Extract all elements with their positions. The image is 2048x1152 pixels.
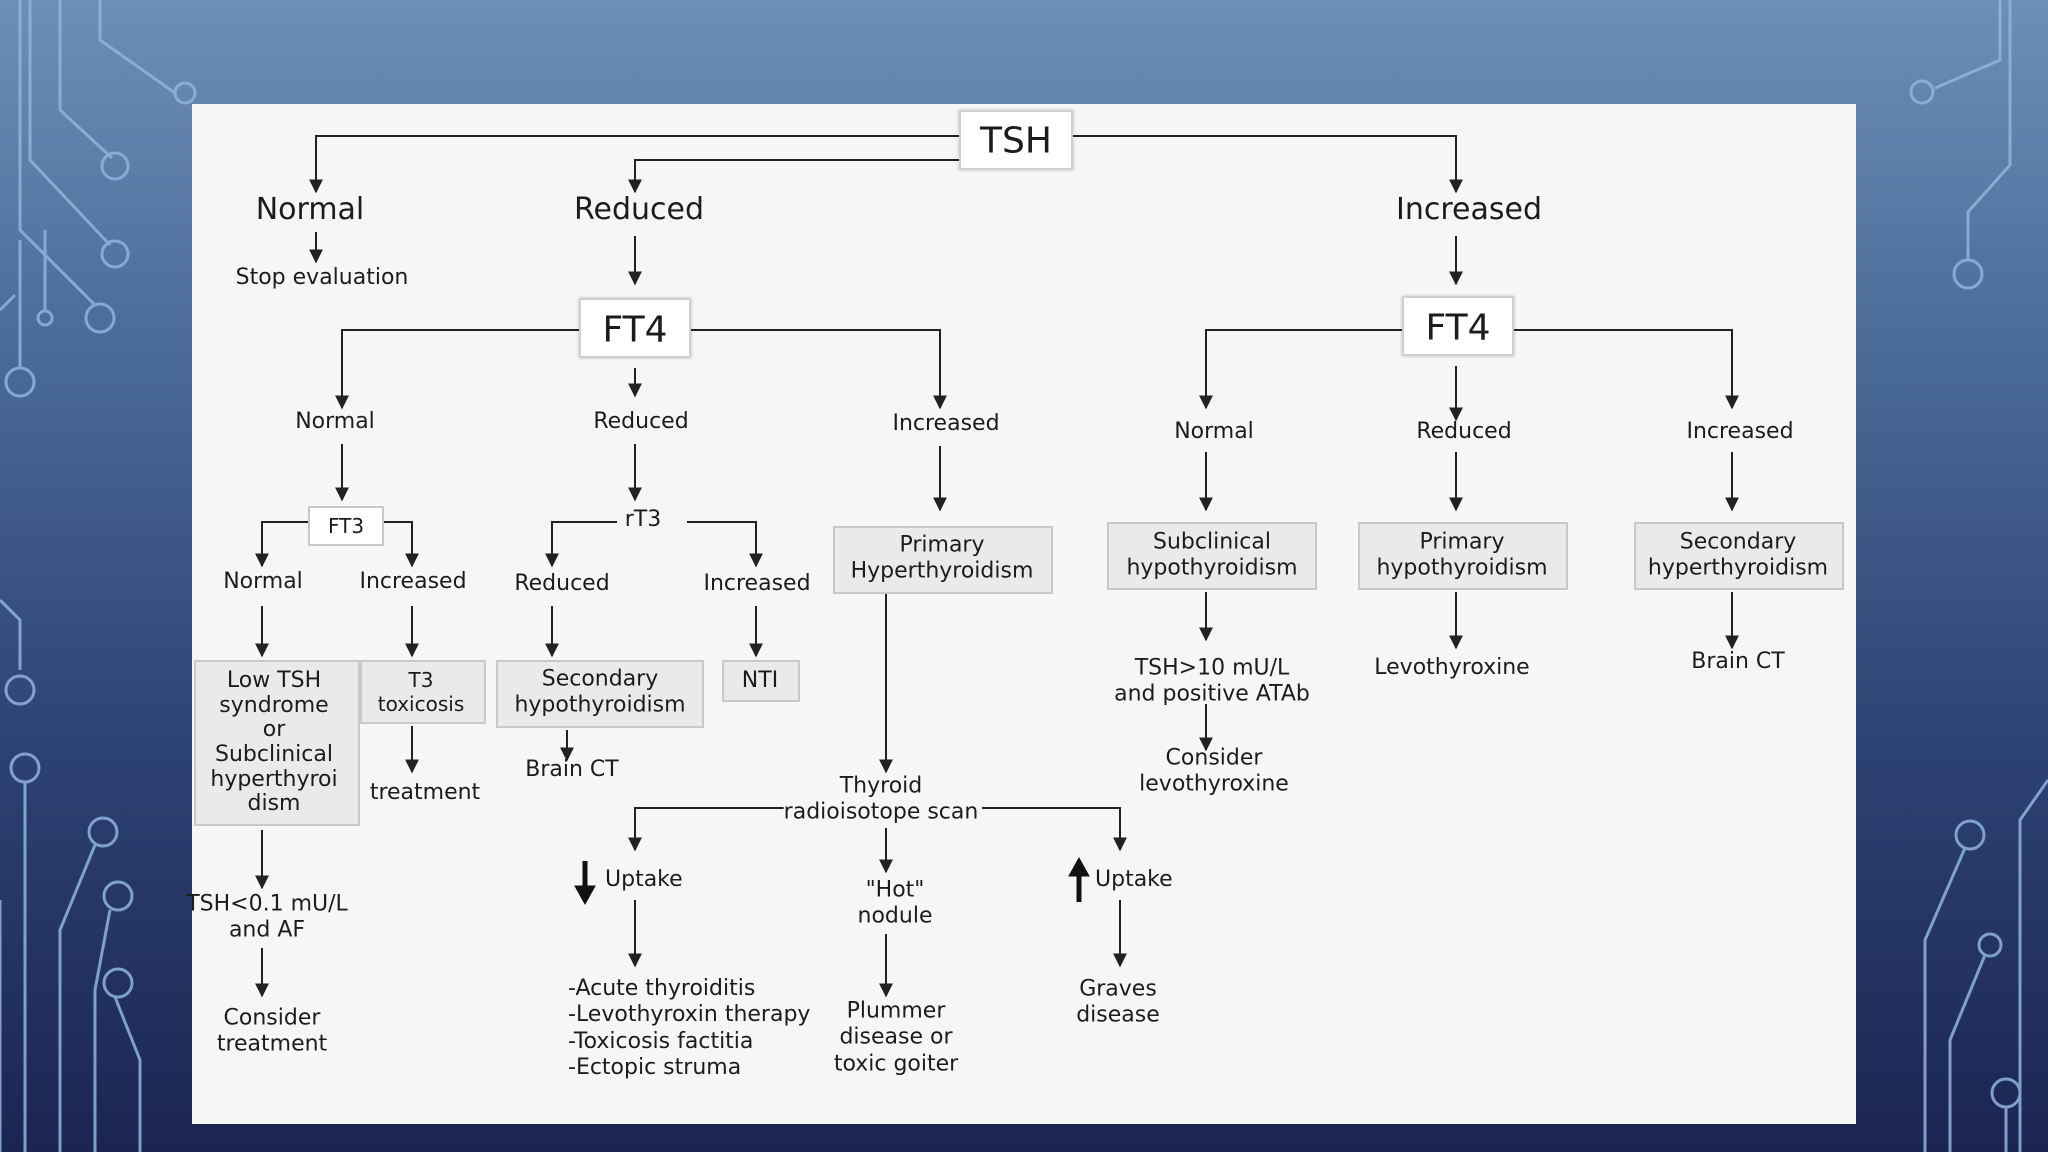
rt3-label: rT3 bbox=[624, 506, 662, 532]
brain-ct-left-label: Brain CT bbox=[525, 756, 619, 782]
tsh-normal-label: Normal bbox=[255, 192, 365, 227]
plummer-label: Plummer disease or toxic goiter bbox=[833, 998, 959, 1077]
ft4-right-normal-label: Normal bbox=[1174, 418, 1254, 444]
ft4-right-increased-label: Increased bbox=[1686, 418, 1794, 444]
ft4-right-box bbox=[1402, 296, 1514, 356]
low-uptake-causes-label: -Acute thyroiditis -Levothyroxin therapy… bbox=[568, 976, 811, 1081]
tsh-box bbox=[959, 110, 1073, 170]
subclinical-hypothyroidism-label: Subclinical hypothyroidism bbox=[1126, 529, 1298, 581]
ft4-right-reduced-label: Reduced bbox=[1416, 418, 1512, 444]
ft4-left-increased-label: Increased bbox=[892, 410, 1000, 436]
ft4-left-label: FT4 bbox=[602, 309, 668, 351]
down-arrow-icon-head bbox=[574, 885, 596, 906]
thyroid-scan-label: Thyroid radioisotope scan bbox=[783, 773, 979, 827]
tsh-lt-label: TSH<0.1 mU/L and AF bbox=[186, 891, 348, 943]
hot-nodule-label: "Hot" nodule bbox=[857, 877, 933, 929]
brain-ct-right-label: Brain CT bbox=[1691, 648, 1785, 674]
circuit-node bbox=[173, 81, 197, 105]
low-tsh-syndrome-label: Low TSH syndrome or Subclinical hyperthy… bbox=[210, 668, 338, 817]
nti-label: NTI bbox=[741, 667, 779, 693]
ft4-right-label: FT4 bbox=[1425, 307, 1491, 349]
stop-evaluation-label: Stop evaluation bbox=[235, 264, 409, 290]
graves-label: Graves disease bbox=[1076, 976, 1160, 1028]
ft3-label: FT3 bbox=[327, 514, 365, 538]
tsh-increased-label: Increased bbox=[1395, 192, 1543, 227]
tsh-reduced-label: Reduced bbox=[573, 192, 705, 227]
levothyroxine-label: Levothyroxine bbox=[1374, 654, 1530, 680]
ft4-left-reduced-label: Reduced bbox=[593, 408, 689, 434]
consider-levothyroxine-label: Consider levothyroxine bbox=[1139, 745, 1289, 797]
primary-hypothyroidism-box bbox=[1358, 522, 1568, 590]
treatment-label: treatment bbox=[369, 779, 481, 805]
nti-box bbox=[722, 660, 800, 702]
secondary-hypothyroidism-box bbox=[496, 660, 704, 728]
connector bbox=[309, 135, 959, 194]
secondary-hypothyroidism-label: Secondary hypothyroidism bbox=[514, 666, 686, 718]
up-arrow-icon-head bbox=[1068, 856, 1090, 877]
uptake-high-label: Uptake bbox=[1095, 866, 1173, 892]
primary-hyperthyroidism-box bbox=[833, 526, 1053, 594]
rt3-reduced-label: Reduced bbox=[514, 570, 610, 596]
tsh-label: TSH bbox=[980, 120, 1052, 162]
subclinical-hypothyroidism-box bbox=[1107, 522, 1317, 590]
primary-hypothyroidism-label: Primary hypothyroidism bbox=[1376, 529, 1548, 581]
t3-toxicosis-box bbox=[360, 660, 486, 724]
ft3-increased-label: Increased bbox=[359, 568, 467, 594]
secondary-hyperthyroidism-label: Secondary hyperthyroidism bbox=[1647, 529, 1829, 581]
secondary-hyperthyroidism-box bbox=[1634, 522, 1844, 590]
low-tsh-syndrome-box bbox=[194, 660, 360, 826]
consider-treatment-label: Consider treatment bbox=[216, 1005, 328, 1057]
ft3-box bbox=[308, 506, 384, 546]
uptake-low-label: Uptake bbox=[605, 866, 683, 892]
flowchart-connectors bbox=[255, 135, 1739, 998]
circuit-trace bbox=[98, 0, 176, 95]
tsh-gt-label: TSH>10 mU/L and positive ATAb bbox=[1114, 655, 1310, 707]
primary-hyperthyroidism-label: Primary Hyperthyroidism bbox=[850, 532, 1034, 584]
ft4-left-normal-label: Normal bbox=[295, 408, 375, 434]
t3-toxicosis-label: T3 toxicosis bbox=[377, 668, 465, 716]
rt3-increased-label: Increased bbox=[703, 570, 811, 596]
ft3-normal-label: Normal bbox=[223, 568, 303, 594]
ft4-left-box bbox=[579, 298, 691, 358]
flowchart-slide: TSH Normal Stop evaluation Reduced Incre… bbox=[186, 104, 1856, 1124]
